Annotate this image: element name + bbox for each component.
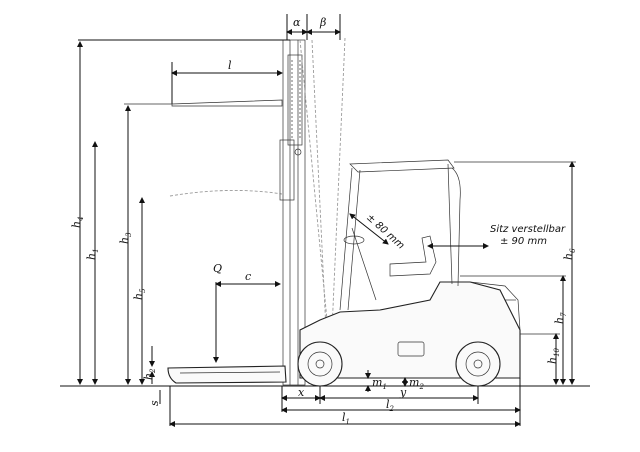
h3-label: h3	[118, 232, 133, 244]
fork-mid-ghost	[169, 189, 283, 197]
fork-lowered	[167, 365, 287, 384]
h6-label: h6	[562, 248, 577, 260]
y-label: y	[399, 386, 407, 399]
clearance-dims: m1 m2	[365, 370, 424, 392]
mast-extended	[282, 37, 346, 386]
length-dims: x y l2 l1	[169, 378, 521, 427]
h1-label: h1	[85, 248, 100, 260]
fork-raised	[124, 99, 283, 107]
h7-label: h7	[553, 312, 568, 324]
h4-label: h4	[70, 216, 85, 228]
m2-label: m2	[409, 376, 424, 391]
h2-label: h2	[142, 368, 157, 380]
height-dims: h4 h1 h3 h5 h2 s	[70, 41, 161, 406]
h5-label: h5	[132, 288, 147, 300]
l2-label: l2	[386, 398, 395, 413]
carriage	[279, 139, 295, 201]
x-label: x	[298, 386, 305, 399]
seat-adjust-line1: Sitz verstellbar	[490, 224, 566, 235]
Q-label: Q	[213, 262, 222, 275]
right-height-dims: h6 h7 h10	[454, 161, 577, 385]
beta-label: β	[319, 16, 326, 29]
fork-length-dim: l	[171, 59, 283, 104]
l1-label: l1	[342, 411, 350, 426]
s-label: s	[148, 400, 161, 406]
seat-adjust-line2: ± 90 mm	[500, 236, 547, 247]
load-centre-dim: Q c	[213, 262, 281, 363]
l-label: l	[228, 59, 232, 72]
c-label: c	[245, 270, 251, 283]
rear-wheel	[455, 341, 501, 387]
steering-adjust-note: ± 80 mm	[364, 212, 406, 252]
alpha-label: α	[293, 16, 301, 29]
h10-label: h10	[546, 347, 561, 364]
front-wheel	[297, 341, 343, 387]
tilt-reference: α β	[78, 14, 341, 41]
m1-label: m1	[372, 376, 387, 391]
